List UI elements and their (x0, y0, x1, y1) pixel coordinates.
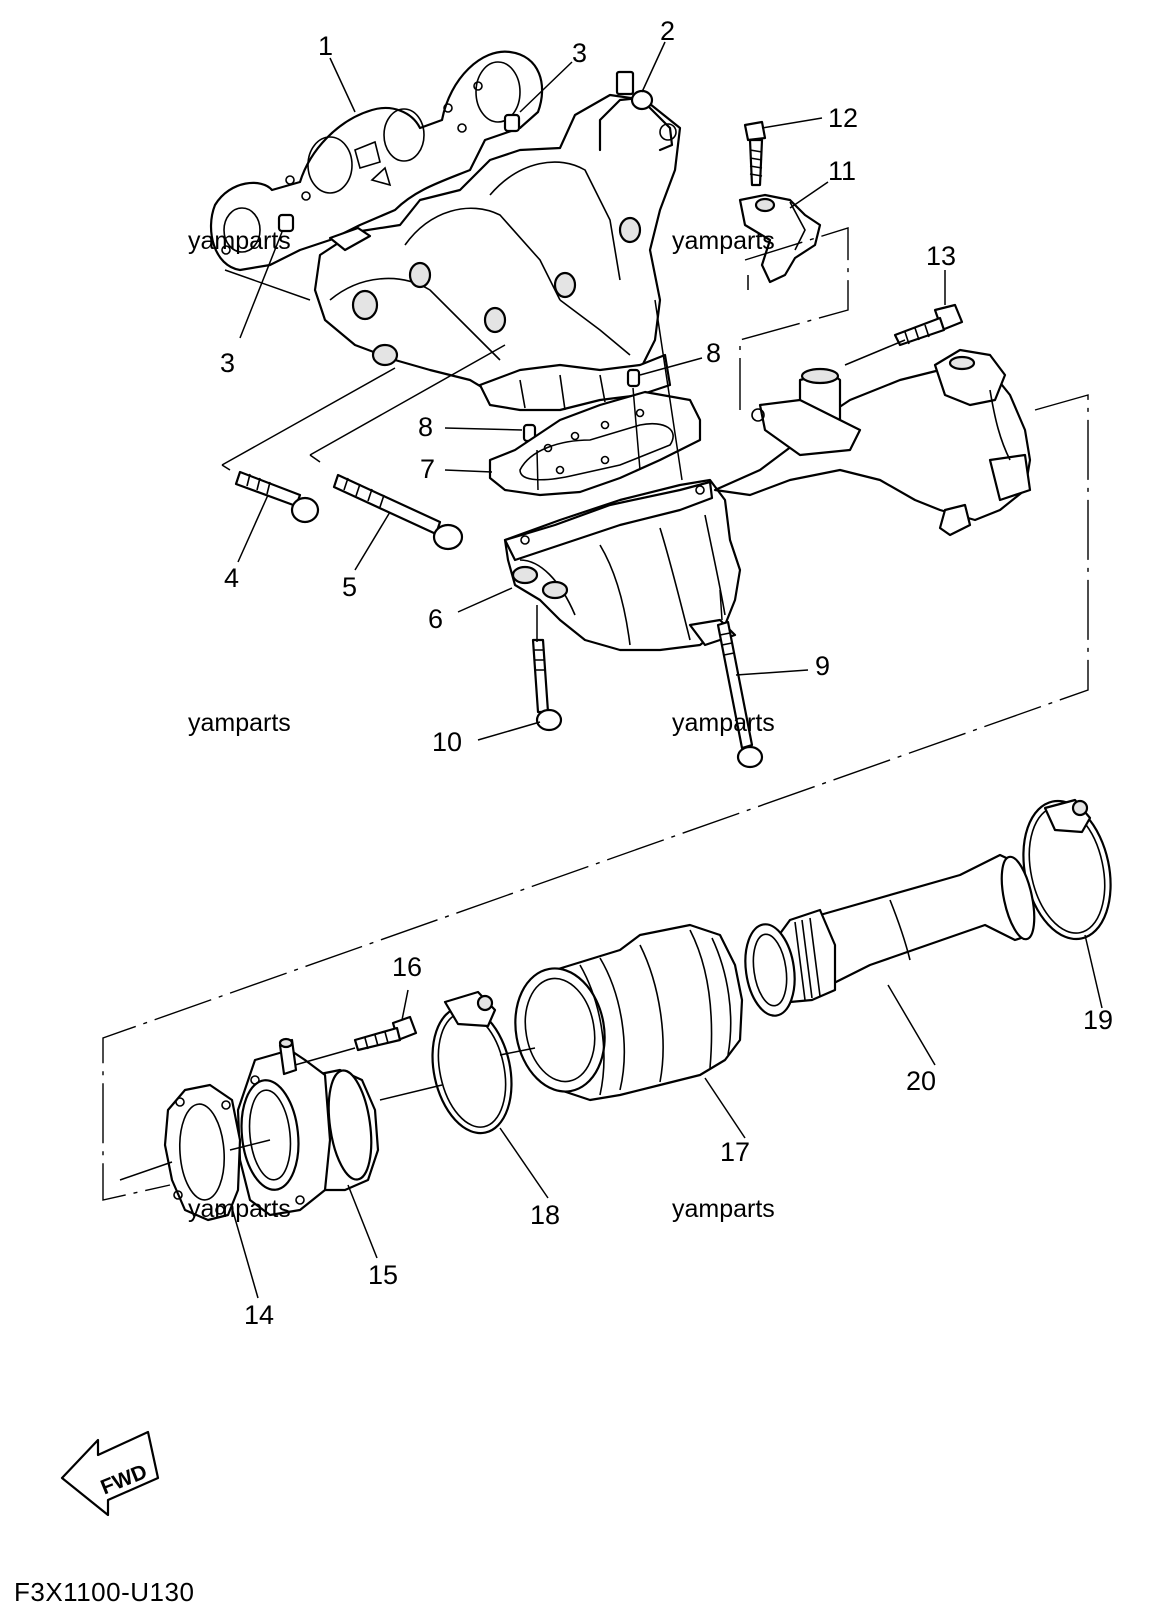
callout-1: 1 (318, 31, 333, 61)
part-10-bolt[interactable] (531, 638, 563, 732)
watermark-text: yamparts (672, 709, 775, 737)
part-3-dowel-pin-lower[interactable] (277, 213, 295, 233)
part-18-hose-clamp[interactable] (422, 990, 523, 1141)
part-9-bolt[interactable] (716, 620, 764, 769)
callout-18: 18 (530, 1200, 560, 1230)
callout-17: 17 (720, 1137, 750, 1167)
part-20-exhaust-pipe[interactable] (740, 853, 1041, 1019)
water-pipe-assembly[interactable] (713, 348, 1032, 537)
callout-labels: 1 2 3 3 4 5 6 7 8 8 9 10 11 12 13 14 15 … (220, 16, 1113, 1330)
watermark-text: yamparts (188, 227, 291, 255)
forward-direction-arrow: FWD (60, 1430, 160, 1517)
part-7-muffler-gasket[interactable] (488, 390, 702, 497)
callout-leaders (231, 41, 1103, 1299)
callout-19: 19 (1083, 1005, 1113, 1035)
part-2-exhaust-manifold[interactable] (313, 70, 682, 412)
watermarks: yamparts yamparts yamparts yamparts yamp… (188, 227, 775, 1223)
callout-15: 15 (368, 1260, 398, 1290)
part-16-bolt[interactable] (353, 1015, 418, 1052)
callout-5: 5 (342, 572, 357, 602)
callout-20: 20 (906, 1066, 936, 1096)
callout-3-upper: 3 (572, 38, 587, 68)
watermark-text: yamparts (188, 1195, 291, 1223)
part-14-gasket[interactable] (163, 1083, 242, 1222)
part-4-bolt[interactable] (234, 470, 320, 524)
part-11-bracket[interactable] (738, 193, 822, 284)
callout-4: 4 (224, 563, 239, 593)
callout-10: 10 (432, 727, 462, 757)
part-13-bolt[interactable] (893, 303, 964, 347)
watermark-text: yamparts (672, 227, 775, 255)
part-15-exhaust-joint[interactable] (236, 1037, 380, 1217)
reference-lines (102, 227, 1089, 1201)
part-5-bolt[interactable] (332, 473, 464, 551)
callout-3-lower: 3 (220, 348, 235, 378)
part-17-rubber-joint[interactable] (506, 923, 744, 1102)
callout-7: 7 (420, 454, 435, 484)
callout-9: 9 (815, 651, 830, 681)
callout-13: 13 (926, 241, 956, 271)
watermark-text: yamparts (672, 1195, 775, 1223)
callout-16: 16 (392, 952, 422, 982)
diagram-code: F3X1100-U130 (14, 1577, 194, 1607)
watermark-text: yamparts (188, 709, 291, 737)
callout-8-lower: 8 (418, 412, 433, 442)
callout-14: 14 (244, 1300, 274, 1330)
callout-2: 2 (660, 16, 675, 46)
part-12-bolt[interactable] (743, 120, 767, 187)
callout-6: 6 (428, 604, 443, 634)
part-8-dowel-pin-upper[interactable] (626, 368, 641, 388)
part-6-exhaust-chamber[interactable] (503, 478, 742, 652)
callout-11: 11 (828, 156, 856, 186)
callout-8-upper: 8 (706, 338, 721, 368)
callout-12: 12 (828, 103, 858, 133)
part-3-dowel-pin-upper[interactable] (503, 113, 521, 133)
